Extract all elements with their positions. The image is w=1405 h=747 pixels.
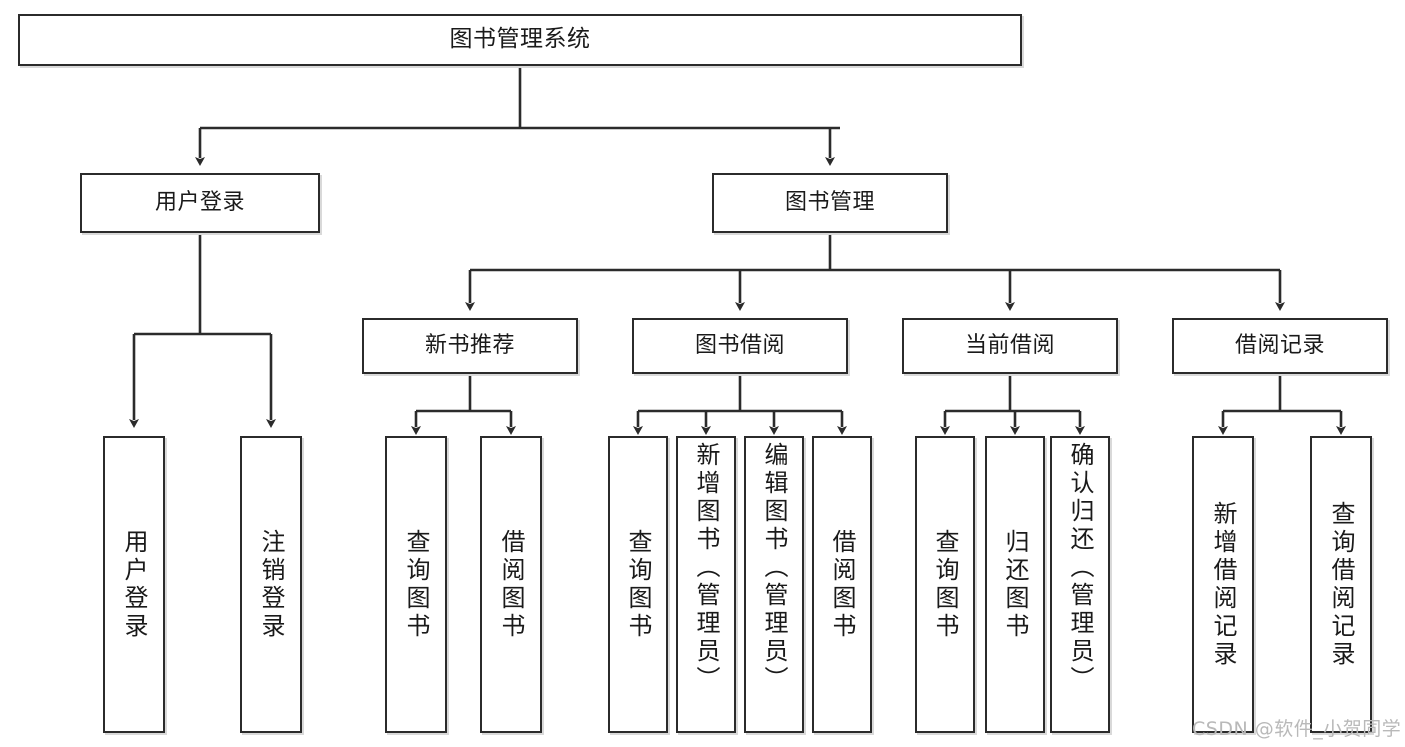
node-leaf-edit-book[interactable]: 编辑图书（管理员） (744, 436, 804, 733)
node-book-manage-label: 图书管理 (784, 190, 875, 216)
node-leaf-add-record[interactable]: 新增借阅记录 (1192, 436, 1254, 733)
node-new-book-rec[interactable]: 新书推荐 (362, 318, 578, 374)
node-current-borrow[interactable]: 当前借阅 (902, 318, 1118, 374)
node-leaf-borrow-book-1-label: 借阅图书 (497, 528, 525, 641)
node-leaf-query-book-1-label: 查询图书 (402, 528, 430, 641)
node-leaf-query-book-1[interactable]: 查询图书 (385, 436, 447, 733)
node-leaf-query-book-3-label: 查询图书 (931, 528, 959, 641)
node-leaf-query-book-2-label: 查询图书 (624, 528, 652, 641)
node-user-login-label: 用户登录 (154, 190, 245, 216)
node-leaf-borrow-book-2-label: 借阅图书 (828, 528, 856, 641)
node-leaf-query-book-3[interactable]: 查询图书 (915, 436, 975, 733)
node-leaf-confirm-return-label: 确认归还（管理员） (1066, 442, 1094, 694)
node-leaf-add-book-label: 新增图书（管理员） (692, 442, 720, 694)
node-leaf-query-record-label: 查询借阅记录 (1327, 500, 1355, 669)
node-book-manage[interactable]: 图书管理 (712, 173, 948, 233)
node-leaf-borrow-book-1[interactable]: 借阅图书 (480, 436, 542, 733)
node-leaf-logout[interactable]: 注销登录 (240, 436, 302, 733)
node-leaf-borrow-book-2[interactable]: 借阅图书 (812, 436, 872, 733)
node-root-label: 图书管理系统 (449, 26, 591, 53)
node-leaf-query-book-2[interactable]: 查询图书 (608, 436, 668, 733)
node-borrow-record-label: 借阅记录 (1234, 333, 1325, 359)
node-book-borrow[interactable]: 图书借阅 (632, 318, 848, 374)
node-leaf-return-book-label: 归还图书 (1001, 528, 1029, 641)
node-leaf-add-record-label: 新增借阅记录 (1209, 500, 1237, 669)
node-leaf-confirm-return[interactable]: 确认归还（管理员） (1050, 436, 1110, 733)
node-leaf-logout-label: 注销登录 (257, 528, 285, 641)
node-book-borrow-label: 图书借阅 (694, 333, 785, 359)
node-current-borrow-label: 当前借阅 (964, 333, 1055, 359)
node-borrow-record[interactable]: 借阅记录 (1172, 318, 1388, 374)
node-leaf-query-record[interactable]: 查询借阅记录 (1310, 436, 1372, 733)
node-new-book-rec-label: 新书推荐 (424, 333, 515, 359)
node-leaf-add-book[interactable]: 新增图书（管理员） (676, 436, 736, 733)
node-leaf-return-book[interactable]: 归还图书 (985, 436, 1045, 733)
watermark-text: CSDN @软件_小贺同学 (1192, 718, 1402, 740)
node-user-login[interactable]: 用户登录 (80, 173, 320, 233)
node-leaf-user-login-label: 用户登录 (120, 528, 148, 641)
node-leaf-user-login[interactable]: 用户登录 (103, 436, 165, 733)
node-root[interactable]: 图书管理系统 (18, 14, 1022, 66)
node-leaf-edit-book-label: 编辑图书（管理员） (760, 442, 788, 694)
